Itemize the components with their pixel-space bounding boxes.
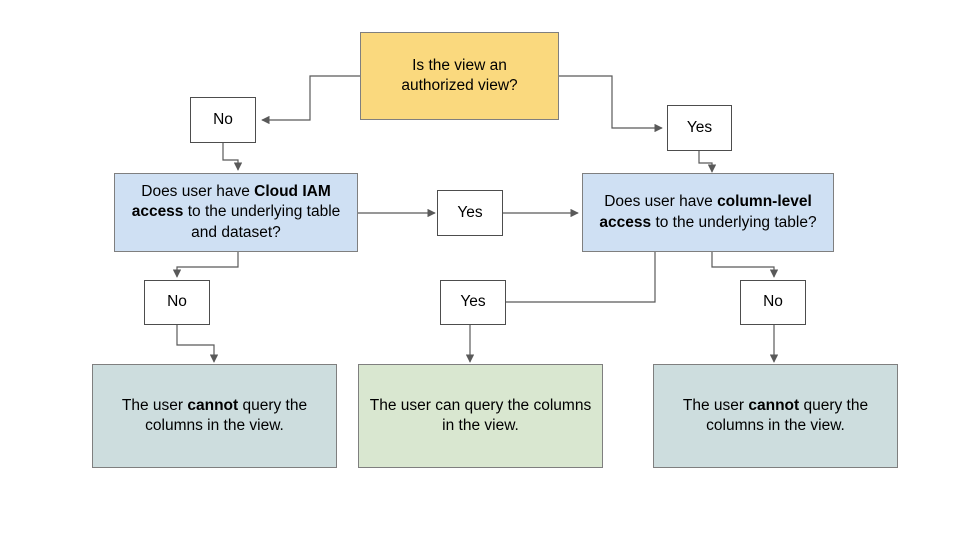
edge-cloud-iam-to-no [172,252,239,278]
edge-no-to-cloud-iam [222,143,243,171]
edge-no-to-outcome-left [176,325,219,363]
edge-authorized-to-no [261,75,360,125]
outcome-right-label: The user cannot query the columns in the… [682,396,869,434]
outcome-left-label: The user cannot query the columns in the… [121,396,308,434]
edge-column-level-to-yes [496,251,656,307]
branch-label-cloud-iam-yes[interactable]: Yes [437,190,503,236]
outcome-right-cannot-query[interactable]: The user cannot query the columns in the… [653,364,898,468]
branch-label-authorized-no[interactable]: No [190,97,256,143]
branch-label-authorized-yes[interactable]: Yes [667,105,732,151]
outcome-middle-label: The user can query the columns in the vi… [369,396,592,434]
outcome-middle-can-query[interactable]: The user can query the columns in the vi… [358,364,603,468]
outcome-left-cannot-query[interactable]: The user cannot query the columns in the… [92,364,337,468]
edge-authorized-to-yes [558,75,663,133]
decision-column-level-access[interactable]: Does user have column-level access to th… [582,173,834,252]
branch-label-cloud-iam-no[interactable]: No [144,280,210,325]
branch-label-column-level-no[interactable]: No [740,280,806,325]
decision-cloud-iam-access[interactable]: Does user have Cloud IAM access to the u… [114,173,358,252]
branch-label-column-level-yes[interactable]: Yes [440,280,506,325]
decision-cloud-iam-access-label: Does user have Cloud IAM access to the u… [131,183,341,241]
edge-yes-to-column-level [698,150,717,173]
edge-column-level-to-no [711,251,779,278]
decision-column-level-access-label: Does user have column-level access to th… [599,193,817,231]
